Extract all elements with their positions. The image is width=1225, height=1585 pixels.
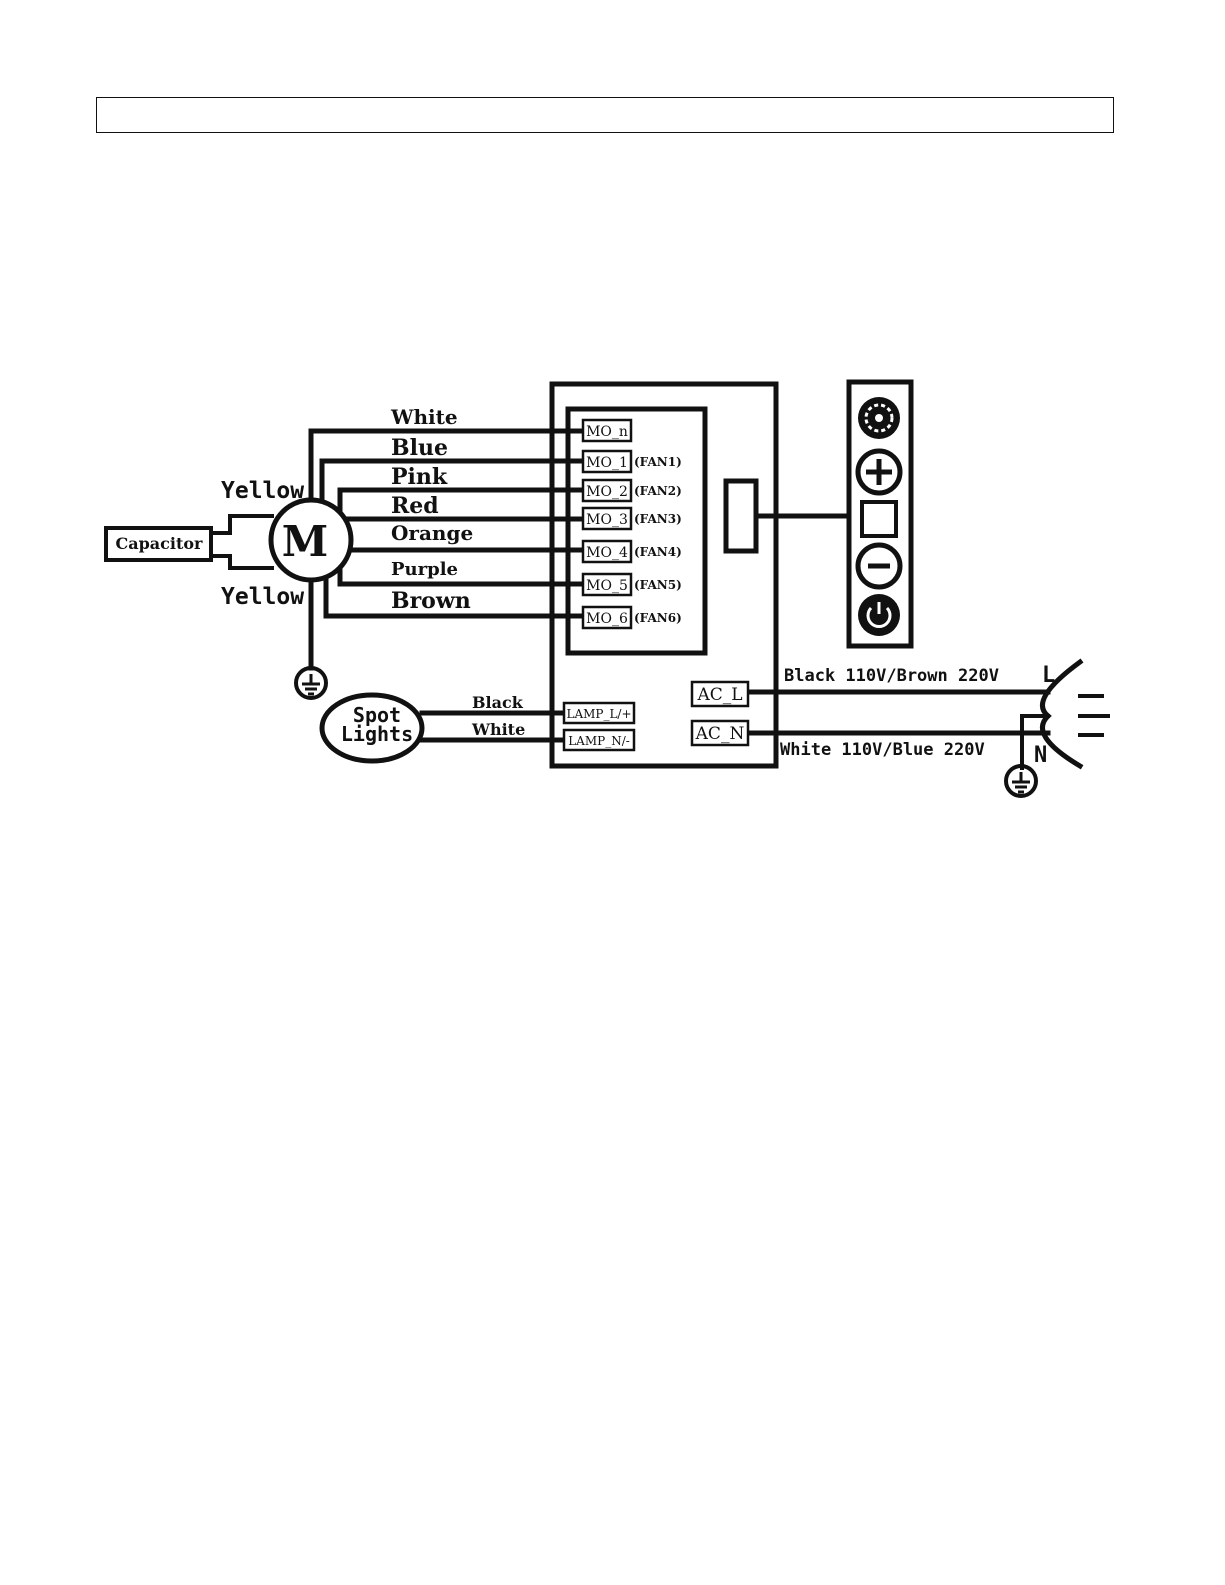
terminal-mo-3: MO_3 — [586, 512, 628, 528]
minus-icon[interactable] — [858, 545, 900, 587]
fan-icon[interactable] — [858, 397, 900, 439]
terminal-mo-n: MO_n — [586, 424, 628, 440]
keypad-connector — [726, 481, 756, 551]
terminal-mo-2: MO_2 — [586, 484, 628, 500]
wire-label-brown: Brown — [391, 588, 471, 614]
wire-pink — [340, 490, 583, 510]
fan-label-2: (FAN2) — [634, 484, 682, 498]
terminal-mo-6: MO_6 — [586, 611, 628, 627]
fan-label-3: (FAN3) — [634, 512, 682, 526]
wire-label-blue: Blue — [391, 435, 448, 461]
terminal-mo-4: MO_4 — [586, 545, 628, 561]
terminal-lamp-l: LAMP_L/+ — [566, 707, 631, 721]
plus-icon[interactable] — [858, 451, 900, 493]
lamp-wire-black-label: Black — [472, 693, 524, 712]
yellow-lead-bottom-label: Yellow — [221, 584, 304, 610]
terminal-lamp-n: LAMP_N/- — [568, 734, 630, 748]
wire-purple — [340, 570, 583, 584]
wire-label-orange: Orange — [391, 521, 473, 545]
wire-label-purple: Purple — [391, 559, 458, 580]
fan-label-4: (FAN4) — [634, 545, 682, 559]
fan-label-6: (FAN6) — [634, 611, 682, 625]
motor-symbol: M — [282, 517, 329, 566]
terminal-ac-l: AC_L — [696, 685, 742, 705]
plug-n-label: N — [1034, 743, 1047, 768]
ac-n-wire-label: White 110V/Blue 220V — [780, 740, 985, 760]
wire-label-white: White — [390, 405, 458, 429]
fan-label-1: (FAN1) — [634, 455, 682, 469]
yellow-lead-top-label: Yellow — [221, 478, 304, 504]
power-icon[interactable] — [858, 594, 900, 636]
wire-label-pink: Pink — [391, 464, 448, 490]
fan-label-5: (FAN5) — [634, 578, 682, 592]
capacitor-label: Capacitor — [116, 534, 204, 553]
terminal-ac-n: AC_N — [695, 724, 745, 744]
square-icon[interactable] — [862, 502, 896, 536]
lamp-wire-white-label: White — [471, 720, 525, 739]
spot-lights-label-2: Lights — [341, 722, 413, 746]
plug-l-label: L — [1042, 663, 1055, 688]
terminal-mo-5: MO_5 — [586, 578, 628, 594]
terminal-mo-1: MO_1 — [586, 455, 628, 471]
wire-blue — [322, 461, 583, 501]
wire-label-red: Red — [391, 493, 439, 519]
ac-l-wire-label: Black 110V/Brown 220V — [784, 666, 999, 686]
